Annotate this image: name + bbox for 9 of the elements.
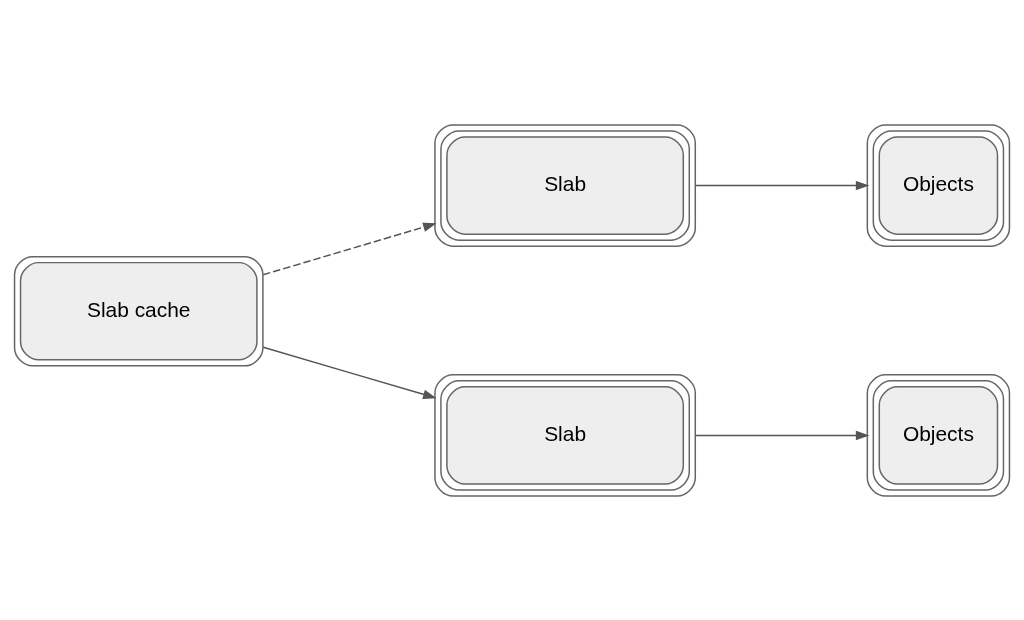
arrow <box>694 180 870 190</box>
arrow <box>262 346 437 399</box>
node-box: Slab <box>434 123 696 247</box>
node-box: Objects <box>866 123 1011 247</box>
node-box: Objects <box>866 373 1011 497</box>
node-box: Slab <box>434 373 696 497</box>
node-box: Slab cache <box>13 255 264 367</box>
arrow <box>262 222 437 275</box>
arrow <box>694 430 870 440</box>
